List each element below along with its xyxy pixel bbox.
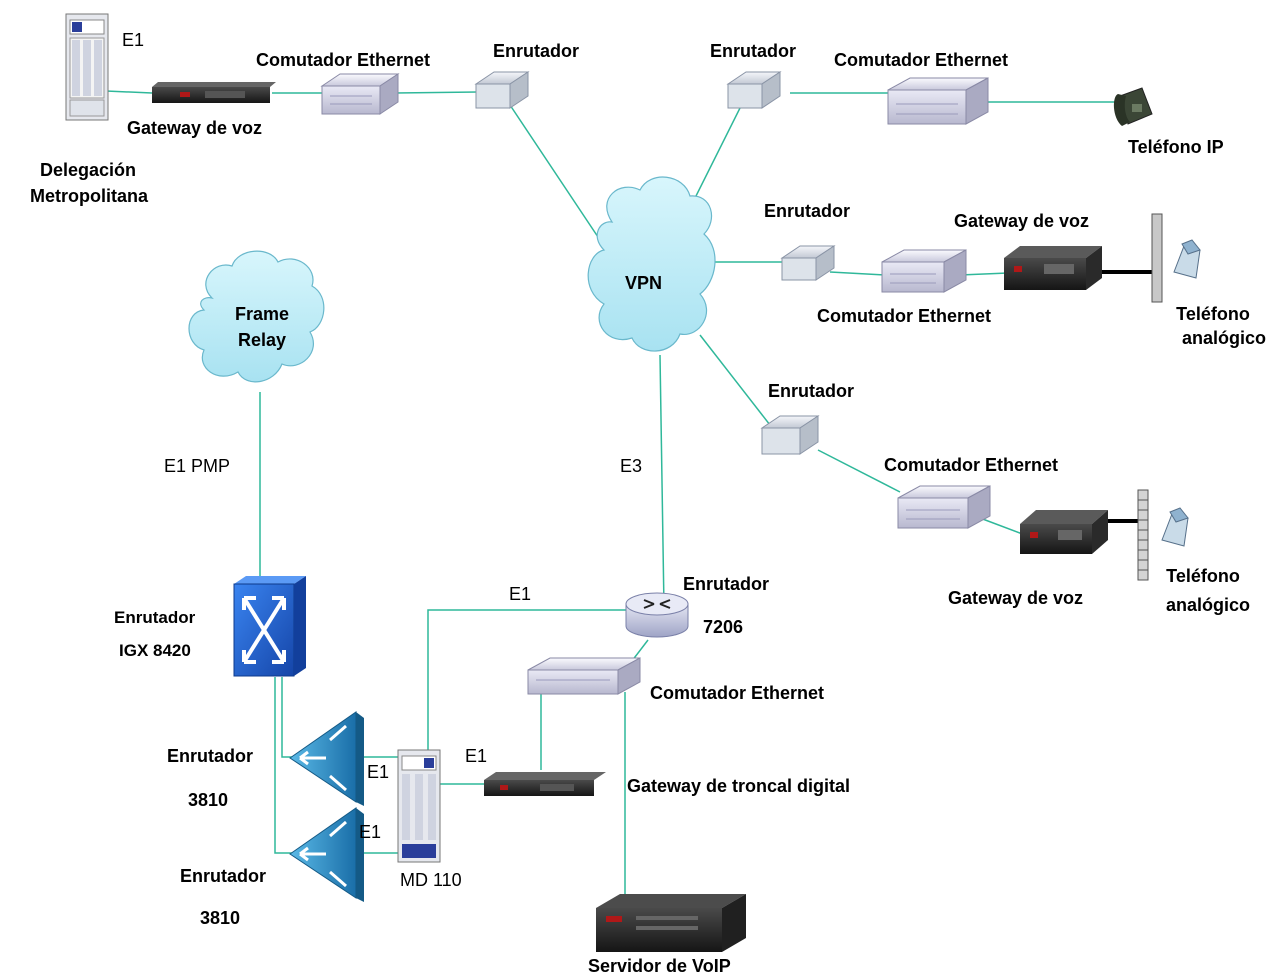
pbx-rack-icon (65, 13, 109, 121)
label-switch-top-right: Comutador Ethernet (834, 50, 1009, 70)
label-e1-mid: E1 (509, 584, 532, 604)
label-router-top-right: Enrutador (710, 41, 797, 61)
label-igx-a: Enrutador (114, 608, 196, 627)
digital-trunk-gateway-icon (484, 772, 606, 796)
router-low-right-icon (760, 415, 820, 455)
label-router-top-mid: Enrutador (493, 41, 580, 61)
analog-lines (1098, 270, 1152, 523)
link-md110-7206 (427, 609, 632, 760)
link-router-switch-lr (817, 449, 901, 493)
label-router-7206-a: Enrutador (683, 574, 770, 594)
label-frame-relay-2: Relay (237, 330, 287, 350)
label-igx-b: IGX 8420 (119, 641, 191, 660)
label-e3: E3 (620, 456, 643, 476)
analog-jack-low-right-icon (1137, 489, 1149, 581)
label-gateway-top-left: Gateway de voz (127, 118, 263, 138)
label-e1-pmp: E1 PMP (164, 456, 231, 476)
router-7206-icon (625, 592, 689, 638)
link-vpn-router-lr (699, 334, 771, 426)
link-vpn-router-tr (687, 103, 743, 213)
label-md110: MD 110 (400, 870, 462, 890)
label-e1-md-b: E1 (359, 822, 382, 842)
label-delegacion: Delegación (39, 160, 137, 180)
voice-gateway-low-right-icon (1020, 510, 1108, 554)
label-3810-a1: Enrutador (167, 746, 254, 766)
vpn-cloud (587, 176, 716, 352)
router-top-mid-icon (474, 71, 530, 109)
label-e1-md-a: E1 (367, 762, 390, 782)
link-switch-gateway-lr (979, 517, 1026, 536)
ethernet-switch-mid-right-icon (881, 249, 967, 293)
link-switch-gateway-mr (959, 272, 1009, 276)
ethernet-switch-top-right-icon (887, 77, 989, 125)
ethernet-switch-top-left-icon (320, 73, 400, 115)
label-gateway-low-right: Gateway de voz (948, 588, 1084, 608)
label-switch-top-left: Comutador Ethernet (256, 50, 431, 70)
label-3810-a2: 3810 (188, 790, 229, 810)
label-switch-mid-right: Comutador Ethernet (817, 306, 992, 326)
label-switch-low-right: Comutador Ethernet (884, 455, 1059, 475)
link-switch-router (394, 91, 479, 94)
link-router-vpn (509, 104, 601, 241)
label-3810-b2: 3810 (200, 908, 241, 928)
label-analog-phone-1b: analógico (1181, 328, 1266, 348)
analog-phone-mid-right-icon (1173, 239, 1201, 279)
label-metropolitana: Metropolitana (29, 186, 148, 206)
label-vpn: VPN (625, 273, 663, 293)
label-switch-center: Comutador Ethernet (650, 683, 825, 703)
label-router-low-right: Enrutador (768, 381, 855, 401)
router-3810-a-icon (289, 711, 364, 806)
router-mid-right-icon (780, 245, 836, 281)
label-router-mid-right: Enrutador (764, 201, 851, 221)
ethernet-switch-center-icon (527, 657, 641, 695)
frame-relay-cloud (188, 250, 325, 383)
voice-gateway-top-left-icon (152, 82, 276, 103)
label-gateway-mid-right: Gateway de voz (954, 211, 1090, 231)
router-3810-b-icon (289, 807, 364, 902)
label-ip-phone: Teléfono IP (1128, 137, 1224, 157)
label-3810-b1: Enrutador (180, 866, 267, 886)
label-analog-phone-2a: Teléfono (1166, 566, 1240, 586)
label-e1-top: E1 (122, 30, 145, 50)
link-vpn-7206 (659, 354, 665, 609)
ip-phone-icon (1113, 87, 1153, 126)
voip-server-icon (596, 894, 746, 952)
voice-gateway-mid-right-icon (1004, 246, 1102, 290)
label-trunk-gateway: Gateway de troncal digital (627, 776, 851, 796)
ethernet-switch-low-right-icon (897, 485, 991, 529)
link-router-switch-mr (829, 271, 886, 276)
label-frame-relay-1: Frame (234, 304, 290, 324)
router-top-right-icon (726, 71, 782, 109)
label-voip-server: Servidor de VoIP (588, 956, 731, 976)
md110-pbx-icon (397, 749, 441, 863)
igx-8420-switch-icon (233, 576, 306, 677)
label-analog-phone-1a: Teléfono (1176, 304, 1250, 324)
analog-jack-mid-right-icon (1151, 213, 1163, 303)
label-analog-phone-2b: analógico (1165, 595, 1250, 615)
link-pbx-gateway (105, 90, 153, 94)
label-router-7206-b: 7206 (703, 617, 744, 637)
analog-phone-low-right-icon (1161, 507, 1189, 547)
label-e1-gw: E1 (465, 746, 488, 766)
